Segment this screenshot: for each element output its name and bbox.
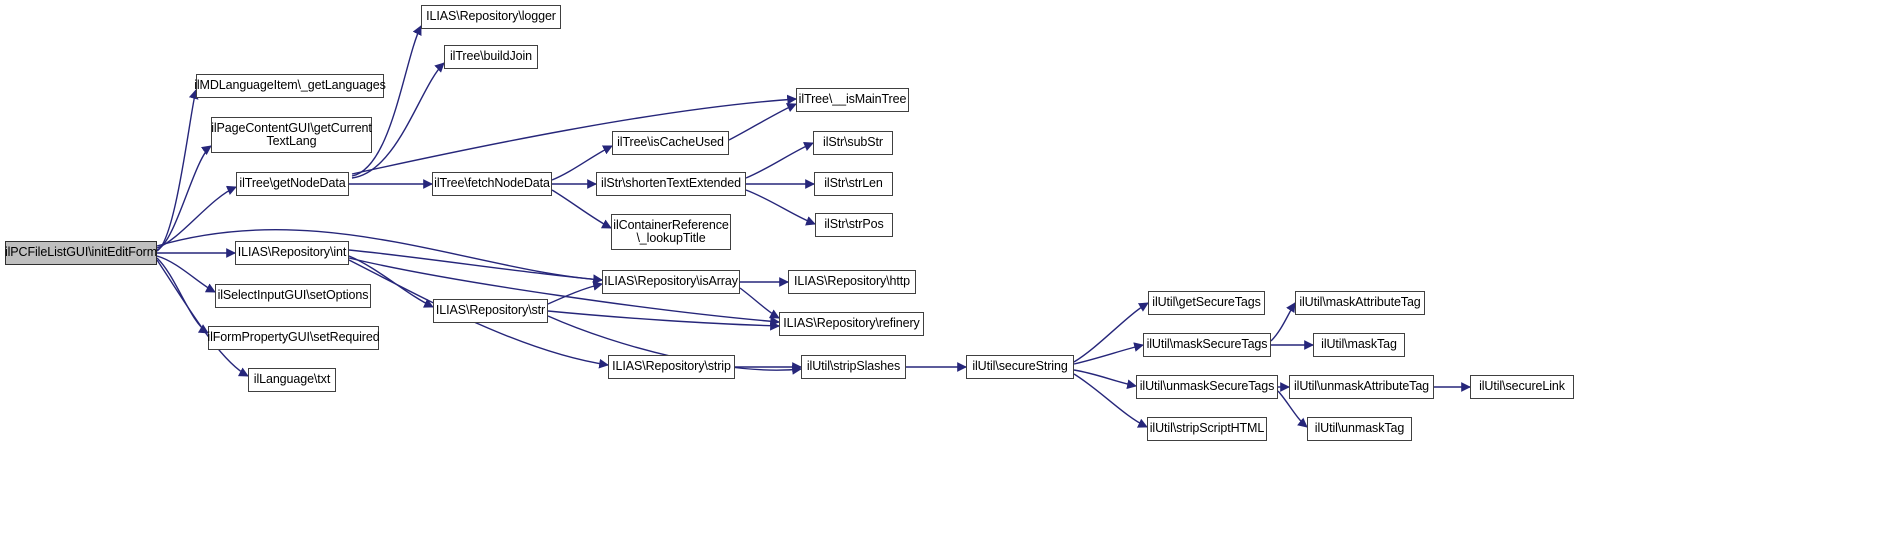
graph-node-maskAttributeTag[interactable]: ilUtil\maskAttributeTag [1295,291,1425,315]
graph-node-getNodeData[interactable]: ilTree\getNodeData [236,172,349,196]
graph-edge-repoInt-to-refinery [348,257,780,327]
graph-node-maskSecureTags[interactable]: ilUtil\maskSecureTags [1143,333,1271,357]
graph-edge-fetchNodeData-to-lookupTitle [551,189,612,229]
graph-edge-isArray-to-refinery [739,287,780,319]
graph-node-getLanguages[interactable]: ilMDLanguageItem\_getLanguages [194,74,386,98]
graph-edge-shortenTextExt-to-subStr [745,141,814,179]
graph-node-setRequired[interactable]: ilFormPropertyGUI\setRequired [207,326,380,350]
graph-node-strPos[interactable]: ilStr\strPos [815,213,893,237]
graph-edge-root-to-setOptions [156,255,216,293]
graph-node-shortenTextExt[interactable]: ilStr\shortenTextExtended [596,172,746,196]
graph-edge-getNodeData-to-logger [351,25,422,177]
graph-node-stripSlashes[interactable]: ilUtil\stripSlashes [801,355,906,379]
graph-edge-getNodeData-to-buildJoin [351,62,445,179]
graph-node-refinery[interactable]: ILIAS\Repository\refinery [779,312,924,336]
graph-node-lookupTitle[interactable]: ilContainerReference \_lookupTitle [611,214,731,250]
graph-edge-isCacheUsed-to-isMainTree [728,103,797,141]
graph-node-repoInt[interactable]: ILIAS\Repository\int [235,241,349,265]
graph-node-isCacheUsed[interactable]: ilTree\isCacheUsed [612,131,729,155]
graph-node-unmaskTag[interactable]: ilUtil\unmaskTag [1307,417,1412,441]
graph-node-subStr[interactable]: ilStr\subStr [813,131,893,155]
graph-node-unmaskSecureTags[interactable]: ilUtil\unmaskSecureTags [1136,375,1278,399]
graph-edge-repoInt-to-isArray [348,249,603,285]
graph-edge-shortenTextExt-to-strPos [745,189,816,226]
graph-edge-secureString-to-getSecureTags [1073,302,1149,363]
graph-edge-secureString-to-stripScriptHTML [1073,373,1148,428]
graph-node-logger[interactable]: ILIAS\Repository\logger [421,5,561,29]
graph-edge-root-to-isArray [156,229,603,285]
graph-node-buildJoin[interactable]: ilTree\buildJoin [444,45,538,69]
graph-node-strip[interactable]: ILIAS\Repository\strip [608,355,735,379]
graph-node-fetchNodeData[interactable]: ilTree\fetchNodeData [432,172,552,196]
graph-node-maskTag[interactable]: ilUtil\maskTag [1313,333,1405,357]
graph-node-strLen[interactable]: ilStr\strLen [814,172,893,196]
graph-edge-secureString-to-unmaskSecureTags [1073,369,1137,390]
graph-edge-root-to-getNodeData [156,185,237,249]
graph-node-getCurrentTextLang[interactable]: ilPageContentGUI\getCurrent TextLang [211,117,372,153]
graph-node-setOptions[interactable]: ilSelectInputGUI\setOptions [215,284,371,308]
graph-edge-secureString-to-maskSecureTags [1073,342,1144,365]
graph-edge-repoStr-to-refinery [547,310,780,331]
graph-node-repoStr[interactable]: ILIAS\Repository\str [433,299,548,323]
graph-node-http[interactable]: ILIAS\Repository\http [788,270,916,294]
graph-node-langTxt[interactable]: ilLanguage\txt [248,368,336,392]
graph-edge-repoStr-to-isArray [547,281,603,305]
graph-edge-unmaskSecureTags-to-unmaskTag [1277,390,1308,428]
graph-edge-root-to-langTxt [156,259,249,377]
graph-node-root[interactable]: ilPCFileListGUI\initEditForm [5,241,157,265]
graph-node-isMainTree[interactable]: ilTree\__isMainTree [796,88,909,112]
graph-edge-root-to-getLanguages [156,89,199,252]
graph-node-unmaskAttributeTag[interactable]: ilUtil\unmaskAttributeTag [1289,375,1434,399]
graph-node-stripScriptHTML[interactable]: ilUtil\stripScriptHTML [1147,417,1267,441]
graph-edge-getNodeData-to-isMainTree [351,94,797,175]
graph-edge-fetchNodeData-to-isCacheUsed [551,145,613,181]
graph-node-getSecureTags[interactable]: ilUtil\getSecureTags [1148,291,1265,315]
graph-edge-maskSecureTags-to-maskAttributeTag [1270,302,1296,342]
graph-node-secureString[interactable]: ilUtil\secureString [966,355,1074,379]
graph-node-isArray[interactable]: ILIAS\Repository\isArray [602,270,740,294]
graph-node-secureLink[interactable]: ilUtil\secureLink [1470,375,1574,399]
